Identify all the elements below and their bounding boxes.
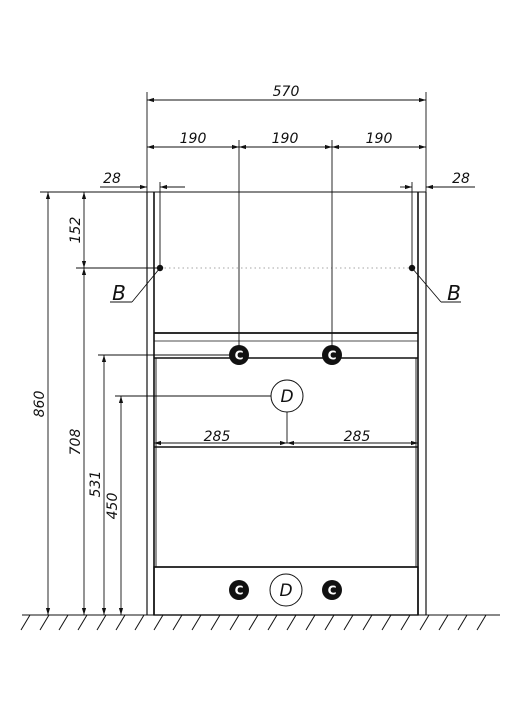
connection-c-upper-left: C [229,345,249,365]
drain-d-lower: D [269,573,303,607]
dim-190-right: 190 [366,131,393,147]
floor-hatch-line [39,614,50,631]
dim-285-left: 285 [204,429,231,445]
floor-hatch-line [324,614,335,631]
width-dimensions [100,92,475,446]
floor-hatch-line [343,614,354,631]
dim-285-right: 285 [344,429,371,445]
dim-860: 860 [32,391,48,418]
floor-hatch-line [419,614,430,631]
dim-190-mid: 190 [272,131,299,147]
label-c-lower-left: C [235,584,244,598]
height-dimensions [40,191,287,615]
floor-hatch-line [153,614,164,631]
label-d-lower: D [279,581,292,601]
mount-point-right: B [408,264,461,305]
floor-hatch-line [476,614,487,631]
dim-450: 450 [105,493,121,520]
floor-hatch-line [286,614,297,631]
floor-hatch-line [362,614,373,631]
label-c-upper-right: C [328,349,337,363]
floor-hatch-line [457,614,468,631]
mount-point-left: B [110,264,164,305]
floor-hatch-line [267,614,278,631]
floor-hatch-line [400,614,411,631]
dim-28-left: 28 [103,171,121,187]
floor [20,614,500,631]
dim-152: 152 [68,217,84,244]
drain-d-upper: D [270,379,304,413]
floor-hatch-line [381,614,392,631]
floor-hatch-line [172,614,183,631]
dim-570: 570 [273,84,300,100]
label-d-upper: D [280,387,293,407]
connection-c-lower-left: C [229,580,249,600]
dim-531: 531 [88,471,104,498]
label-c-lower-right: C [328,584,337,598]
floor-hatch-line [96,614,107,631]
floor-hatch-line [77,614,88,631]
floor-hatch-line [229,614,240,631]
floor-hatch-line [191,614,202,631]
dim-28-right: 28 [452,171,470,187]
connection-c-upper-right: C [322,345,342,365]
floor-hatch-line [58,614,69,631]
label-b-left: B [112,281,126,305]
connection-c-lower-right: C [322,580,342,600]
floor-hatch-line [134,614,145,631]
label-c-upper-left: C [235,349,244,363]
floor-hatch-line [115,614,126,631]
floor-hatch-line [248,614,259,631]
floor-hatch-line [305,614,316,631]
dim-708: 708 [68,429,84,456]
floor-hatch-line [210,614,221,631]
floor-hatch-line [20,614,31,631]
label-b-right: B [447,281,461,305]
dim-190-left: 190 [180,131,207,147]
floor-hatch-line [438,614,449,631]
